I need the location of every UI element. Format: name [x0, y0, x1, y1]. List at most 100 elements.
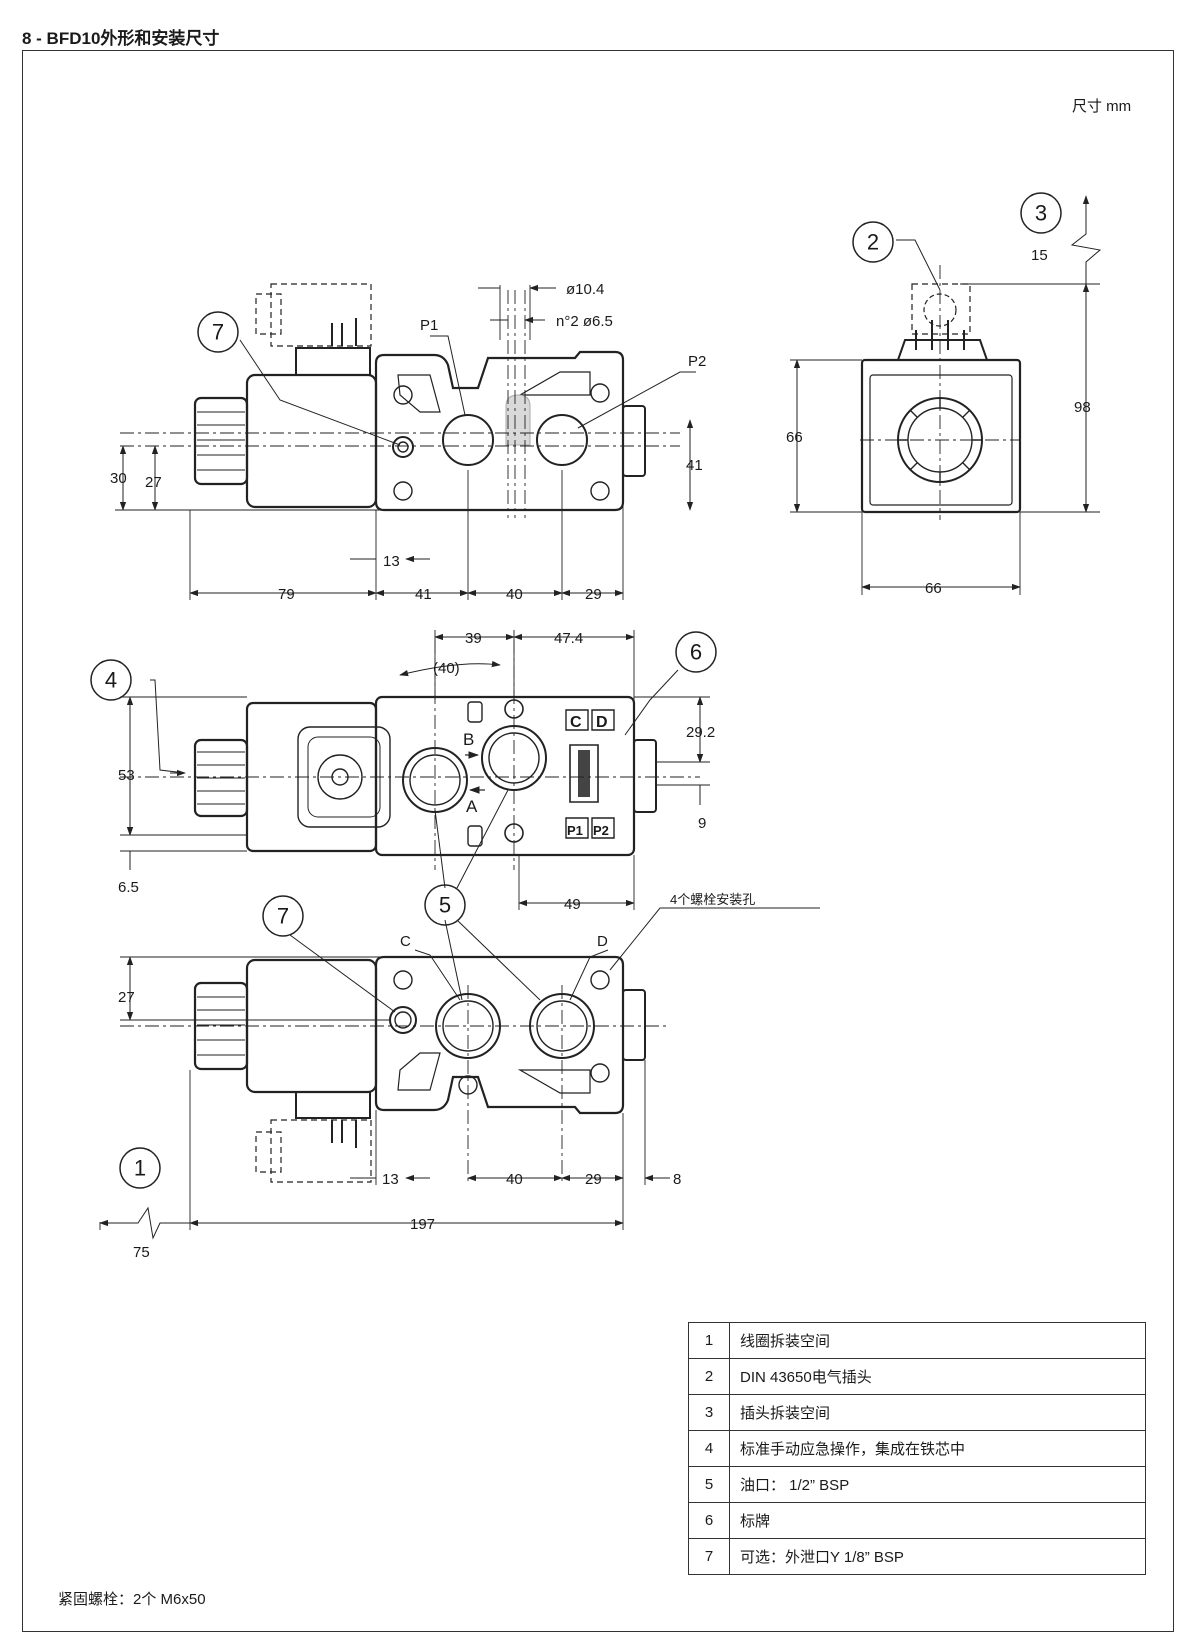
- legend-text: 可选：外泄口Y 1/8” BSP: [729, 1538, 1146, 1575]
- top-leader-6: [624, 669, 679, 736]
- front-end-cap: [622, 405, 646, 477]
- top-coil-pin-outer: [317, 754, 363, 800]
- dim-front-41: 41: [686, 457, 703, 474]
- dim-bottom-75: 75: [133, 1244, 150, 1261]
- dim-bottom-40: 40: [506, 1171, 523, 1188]
- legend-text: 油口： 1/2” BSP: [729, 1466, 1146, 1503]
- legend-num: 1: [688, 1322, 730, 1359]
- legend-num: 6: [688, 1502, 730, 1539]
- drawing-frame: [22, 50, 1174, 1632]
- label-top-p2: P2: [593, 823, 609, 838]
- label-top-a: A: [466, 797, 478, 816]
- dim-front-30: 30: [110, 470, 127, 487]
- front-bolt-hole-3: [590, 383, 610, 403]
- front-drain: [392, 436, 414, 458]
- dim-bottom-13: 13: [382, 1171, 399, 1188]
- dim-bolt-holes: n°2 ø6.5: [556, 313, 613, 330]
- label-bottom-c: C: [400, 933, 411, 950]
- page-title: 8 - BFD10外形和安装尺寸: [22, 29, 220, 48]
- front-coil-housing: [245, 373, 378, 509]
- dim-front-40: 40: [506, 586, 523, 603]
- label-bottom-d: D: [597, 933, 608, 950]
- front-manual-override: [193, 396, 249, 486]
- bottom-body-recess-right: [517, 1069, 591, 1094]
- front-port-p1: [442, 414, 494, 466]
- front-view: [115, 284, 696, 600]
- bubble-7b-circle: [262, 895, 304, 937]
- dim-top-6-5: 6.5: [118, 879, 139, 896]
- dim-bottom-27: 27: [118, 989, 135, 1006]
- legend-num: 3: [688, 1394, 730, 1431]
- dim-side-98: 98: [1074, 399, 1091, 416]
- legend-num: 7: [688, 1538, 730, 1575]
- top-center-lines: [120, 640, 700, 870]
- bottom-body-recess-left: [397, 1052, 441, 1091]
- dim-top-9: 9: [698, 815, 706, 832]
- bubble-2-circle: [852, 221, 894, 263]
- bottom-leader-bolts: [609, 907, 820, 971]
- front-leader-7: [239, 339, 401, 446]
- front-leader-p1: [430, 335, 466, 416]
- bottom-end-cap: [622, 989, 646, 1061]
- dim-port-dia: ø10.4: [566, 281, 604, 298]
- side-dim-lines: [790, 283, 1100, 595]
- dim-side-15: 15: [1031, 247, 1048, 264]
- dim-bottom-29: 29: [585, 1171, 602, 1188]
- front-body-recess-right: [517, 371, 591, 396]
- side-view: [790, 195, 1102, 595]
- label-top-b: B: [463, 730, 474, 749]
- top-letter-p1-box: [565, 817, 589, 839]
- bottom-plug-dashed-inner: [255, 1131, 282, 1173]
- front-pin: [505, 394, 531, 446]
- dim-top-29-2: 29.2: [686, 724, 715, 741]
- dim-front-29: 29: [585, 586, 602, 603]
- front-bolt-hole-1: [393, 385, 413, 405]
- bottom-leader-c: [414, 949, 461, 1001]
- front-body-outline: [374, 350, 625, 512]
- dim-side-66h: 66: [786, 429, 803, 446]
- bottom-plug-dashed: [270, 1119, 372, 1183]
- bottom-port-d-inner: [536, 1000, 588, 1052]
- top-slot-1: [467, 701, 483, 723]
- dim-bottom-8: 8: [673, 1171, 681, 1188]
- bubble-6: 6: [690, 640, 702, 665]
- front-override-ribs: [197, 411, 245, 471]
- dim-front-27: 27: [145, 474, 162, 491]
- top-manual-override: [193, 738, 249, 818]
- front-plug-terminal: [331, 318, 357, 346]
- top-leader-4: [150, 679, 186, 774]
- top-coil-inner2: [307, 736, 381, 818]
- front-plug-block: [295, 347, 371, 375]
- dim-top-49: 49: [564, 896, 581, 913]
- top-leader-5-a: [434, 809, 446, 889]
- front-plug-dashed-inner: [255, 293, 282, 335]
- side-plug-dashed: [911, 283, 971, 335]
- bottom-leader-d: [569, 949, 609, 1001]
- dim-side-66w: 66: [925, 580, 942, 597]
- front-bolt-hole-2: [393, 481, 413, 501]
- label-front-p2: P2: [688, 353, 706, 370]
- bubble-5-circle: [424, 884, 466, 926]
- front-body-recess: [397, 374, 441, 413]
- side-plug-block: [897, 339, 988, 361]
- front-leader-p2: [577, 371, 696, 429]
- bottom-view: [99, 907, 820, 1240]
- top-letter-c-box: [565, 709, 589, 731]
- bottom-bolt-hole-1: [393, 970, 413, 990]
- side-leader-2: [896, 239, 941, 291]
- front-center-lines: [120, 290, 680, 518]
- dim-front-41b: 41: [415, 586, 432, 603]
- bottom-bolt-hole-4: [590, 1063, 610, 1083]
- legend-text: 标牌: [729, 1502, 1146, 1539]
- legend-num: 4: [688, 1430, 730, 1467]
- legend-num: 2: [688, 1358, 730, 1395]
- bubble-2: 2: [867, 230, 879, 255]
- bubble-4: 4: [105, 668, 117, 693]
- note-bolt-holes: 4个螺栓安装孔: [670, 892, 755, 907]
- front-bolt-hole-4: [590, 481, 610, 501]
- bubble-7b: 7: [277, 904, 289, 929]
